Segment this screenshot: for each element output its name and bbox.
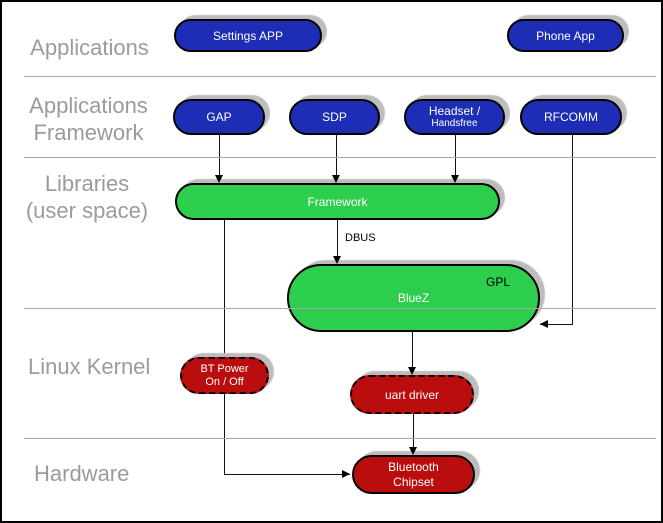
layer-divider — [24, 308, 656, 309]
arrowhead-down-icon — [408, 367, 416, 375]
node-label-line: BT Power — [200, 362, 249, 375]
node-rfcomm: RFCOMM — [520, 99, 622, 135]
node-phone-app: Phone App — [507, 19, 624, 52]
layer-divider — [24, 157, 656, 158]
edge-rfcomm-bluez-vertical — [572, 135, 573, 324]
edge-rfcomm-bluez-horizontal — [540, 324, 573, 325]
edge-label-dbus: DBUS — [345, 232, 376, 244]
layer-label-line: Framework — [33, 120, 144, 145]
node-settings-app: Settings APP — [174, 19, 322, 52]
edge-framework-chipset-horizontal — [224, 474, 350, 475]
node-bt-power-on-off: BT Power On / Off — [180, 357, 269, 394]
layer-label-hardware: Hardware — [34, 461, 130, 486]
arrowhead-left-icon — [540, 320, 548, 328]
edge-uart-chipset — [413, 414, 414, 455]
node-label-line: On / Off — [205, 375, 244, 388]
layer-label-applications-framework: Applications Framework — [16, 92, 161, 146]
node-label: BlueZ — [397, 291, 430, 305]
edge-headset-framework — [455, 135, 456, 183]
node-bluez: BlueZ GPL — [287, 264, 540, 332]
edge-bluez-uart — [412, 332, 413, 375]
layer-label-libraries-user-space: Libraries (user space) — [12, 170, 162, 224]
layer-divider — [24, 438, 656, 439]
edge-gap-framework — [219, 135, 220, 183]
node-bluetooth-chipset: Bluetooth Chipset — [352, 455, 475, 494]
gpl-badge: GPL — [485, 275, 510, 289]
edge-framework-chipset-vertical — [224, 220, 225, 474]
layer-label-applications: Applications — [30, 35, 149, 60]
node-label-line: Headset / — [428, 104, 481, 118]
arrowhead-down-icon — [409, 447, 417, 455]
node-uart-driver: uart driver — [350, 375, 474, 414]
node-sdp: SDP — [289, 99, 380, 135]
layer-label-line: Libraries — [44, 171, 130, 196]
node-label-line: Handsfree — [431, 118, 478, 129]
node-gap: GAP — [173, 99, 265, 135]
edge-framework-bluez-dbus — [337, 220, 338, 264]
layer-label-linux-kernel: Linux Kernel — [28, 354, 151, 379]
arrowhead-down-icon — [215, 175, 223, 183]
arrowhead-right-icon — [342, 470, 350, 478]
node-headset-handsfree: Headset / Handsfree — [404, 99, 505, 135]
layer-label-line: Applications — [29, 93, 148, 118]
node-label-line: Chipset — [393, 474, 434, 489]
arrowhead-down-icon — [451, 175, 459, 183]
node-framework: Framework — [175, 183, 500, 220]
node-label-line: Bluetooth — [388, 459, 439, 474]
arrowhead-down-icon — [332, 175, 340, 183]
arrowhead-down-icon — [333, 256, 341, 264]
edge-sdp-framework — [336, 135, 337, 183]
layer-label-line: (user space) — [25, 198, 149, 223]
layer-divider — [24, 76, 656, 77]
